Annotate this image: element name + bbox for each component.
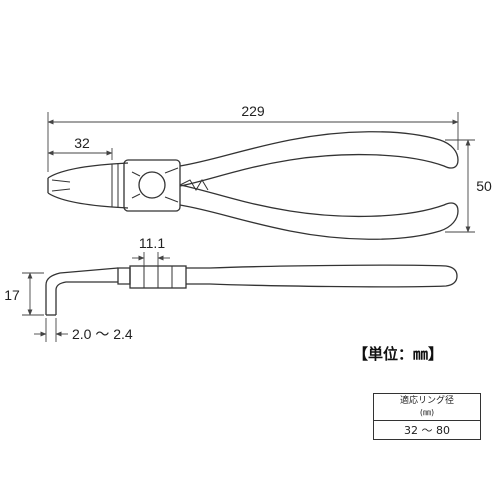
dim-joint-width: 11.1 [139,235,165,251]
pliers-jaw-lower [47,192,129,209]
handle-side [186,264,458,288]
dim-height: 50 [476,178,492,194]
dim-overall-length: 229 [241,103,265,119]
pliers-top-view [47,131,459,240]
spec-table-value: 32 ～ 80 [373,420,481,440]
spec-table: 適応リング径 (㎜) 32 ～ 80 [373,393,481,440]
pivot-circle [138,171,166,199]
handle-upper [179,131,459,187]
pliers-joint-block [123,159,181,212]
dimension-lines-side [22,252,170,342]
unit-label: 【単位：㎜】 [353,345,444,363]
dim-tip-diameter: 2.0 ～ 2.4 [72,326,133,342]
dim-tip-length: 32 [74,135,90,151]
pliers-jaw-upper [47,162,129,179]
handle-lower [179,184,459,240]
spring [179,179,209,191]
pliers-side-view [45,264,458,316]
dim-tip-bend: 17 [4,287,20,303]
bent-tip [45,267,119,315]
spec-header-unit: (㎜) [419,408,435,417]
spec-table-header: 適応リング径 (㎜) [373,393,481,421]
dimension-lines-top [47,112,475,233]
spec-header-label: 適応リング径 [399,396,454,406]
